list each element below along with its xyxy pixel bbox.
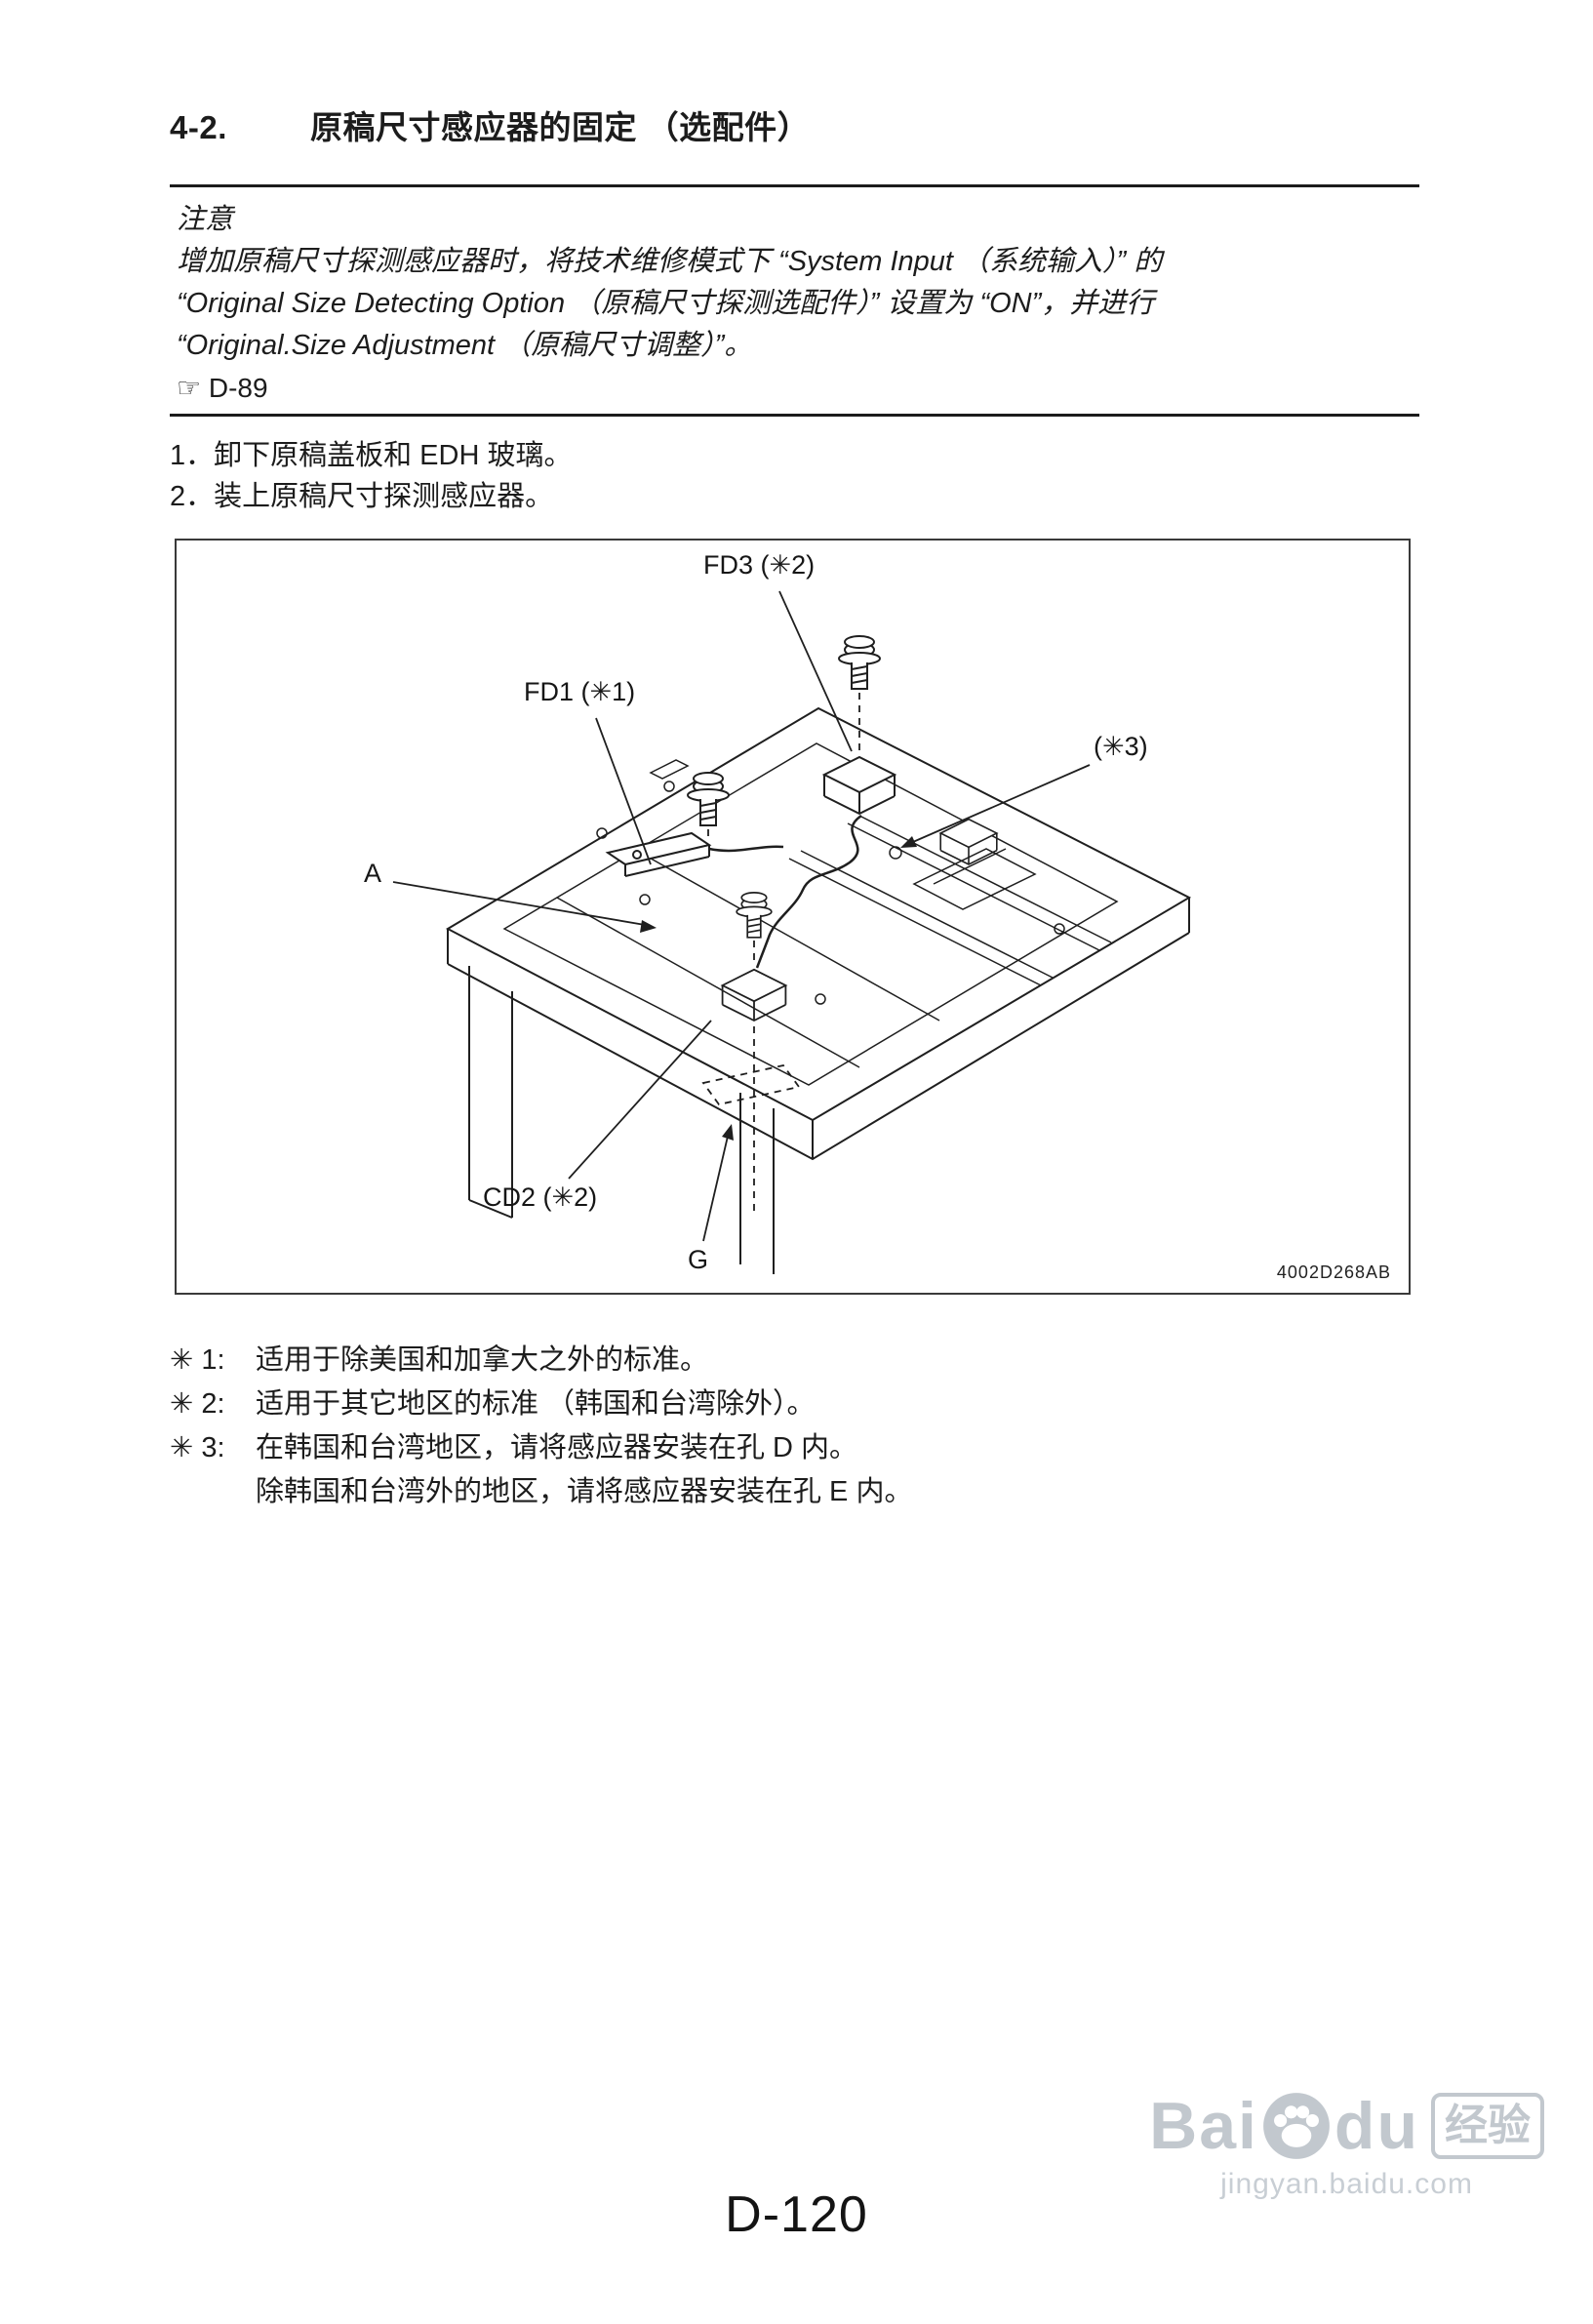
section-title: 原稿尺寸感应器的固定 （选配件）	[310, 109, 811, 145]
footnote-text: 适用于除美国和加拿大之外的标准。	[256, 1344, 709, 1376]
footnote-text: 适用于其它地区的标准 （韩国和台湾除外）。	[256, 1388, 816, 1420]
divider-bottom	[170, 414, 1419, 417]
figure-label-fd3: FD3 (✳2)	[703, 550, 816, 580]
figure-label-g: G	[688, 1245, 709, 1274]
watermark-brand-suffix: du	[1334, 2089, 1419, 2163]
notice-reference: ☞ D-89	[177, 373, 268, 403]
watermark-brand-prefix: Bai	[1149, 2089, 1258, 2163]
footnote-row: 除韩国和台湾外的地区，请将感应器安装在孔 E 内。	[170, 1470, 912, 1514]
footnote-marker: ✳ 2:	[170, 1388, 225, 1420]
page-number: D-120	[725, 2186, 868, 2243]
notice-line: “Original Size Detecting Option （原稿尺寸探测选…	[177, 288, 1155, 319]
baidu-paw-icon	[1263, 2093, 1330, 2159]
notice-block: 注意 增加原稿尺寸探测感应器时，将技术维修模式下 “System Input （…	[177, 199, 1162, 409]
figure-label-cd2: CD2 (✳2)	[483, 1182, 598, 1212]
watermark-brand: Bai du 经验	[1149, 2088, 1544, 2164]
step-2: 2．装上原稿尺寸探测感应器。	[170, 481, 554, 512]
divider-top	[170, 184, 1419, 187]
notice-line: 增加原稿尺寸探测感应器时，将技术维修模式下 “System Input （系统输…	[177, 246, 1163, 277]
footnote-text: 除韩国和台湾外的地区，请将感应器安装在孔 E 内。	[256, 1476, 913, 1507]
footnote-row: ✳ 1: 适用于除美国和加拿大之外的标准。	[170, 1339, 912, 1382]
footnotes: ✳ 1: 适用于除美国和加拿大之外的标准。 ✳ 2: 适用于其它地区的标准 （韩国和…	[170, 1339, 912, 1514]
watermark-url: jingyan.baidu.com	[1220, 2168, 1473, 2200]
notice-label: 注意	[177, 204, 234, 235]
figure-label-fd1: FD1 (✳1)	[524, 677, 636, 706]
fd1-bracket	[605, 831, 712, 877]
cable-line	[708, 814, 862, 969]
figure-label-star3: (✳3)	[1094, 732, 1148, 761]
footnote-marker: ✳ 3:	[170, 1432, 225, 1463]
watermark-badge: 经验	[1431, 2093, 1544, 2159]
step-1: 1．卸下原稿盖板和 EDH 玻璃。	[170, 440, 573, 471]
footnote-row: ✳ 2: 适用于其它地区的标准 （韩国和台湾除外）。	[170, 1382, 912, 1426]
footnote-text: 在韩国和台湾地区，请将感应器安装在孔 D 内。	[256, 1432, 858, 1463]
mounting-holes	[596, 781, 1065, 1005]
figure-label-a: A	[364, 859, 382, 888]
footnote-marker: ✳ 1:	[170, 1344, 225, 1376]
figure-frame: FD3 (✳2) FD1 (✳1) (✳3) A CD2 (✳2) G 4002…	[175, 539, 1411, 1295]
footnote-row: ✳ 3: 在韩国和台湾地区，请将感应器安装在孔 D 内。	[170, 1426, 912, 1470]
section-number: 4-2.	[170, 109, 227, 145]
screw-icon	[838, 635, 881, 690]
assembly-axis-dashed	[701, 693, 860, 1212]
notice-line: “Original.Size Adjustment （原稿尺寸调整）”。	[177, 330, 753, 361]
section-heading: 4-2. 原稿尺寸感应器的固定 （选配件）	[170, 101, 810, 148]
figure-drawing	[392, 590, 1192, 1274]
procedure-steps: 1．卸下原稿盖板和 EDH 玻璃。 2．装上原稿尺寸探测感应器。	[170, 435, 572, 517]
watermark: Bai du 经验 jingyan.baidu.com	[1149, 2088, 1544, 2201]
top-plate	[445, 706, 1192, 1161]
leader-lines	[392, 590, 1091, 1242]
figure-code: 4002D268AB	[1276, 1262, 1391, 1282]
